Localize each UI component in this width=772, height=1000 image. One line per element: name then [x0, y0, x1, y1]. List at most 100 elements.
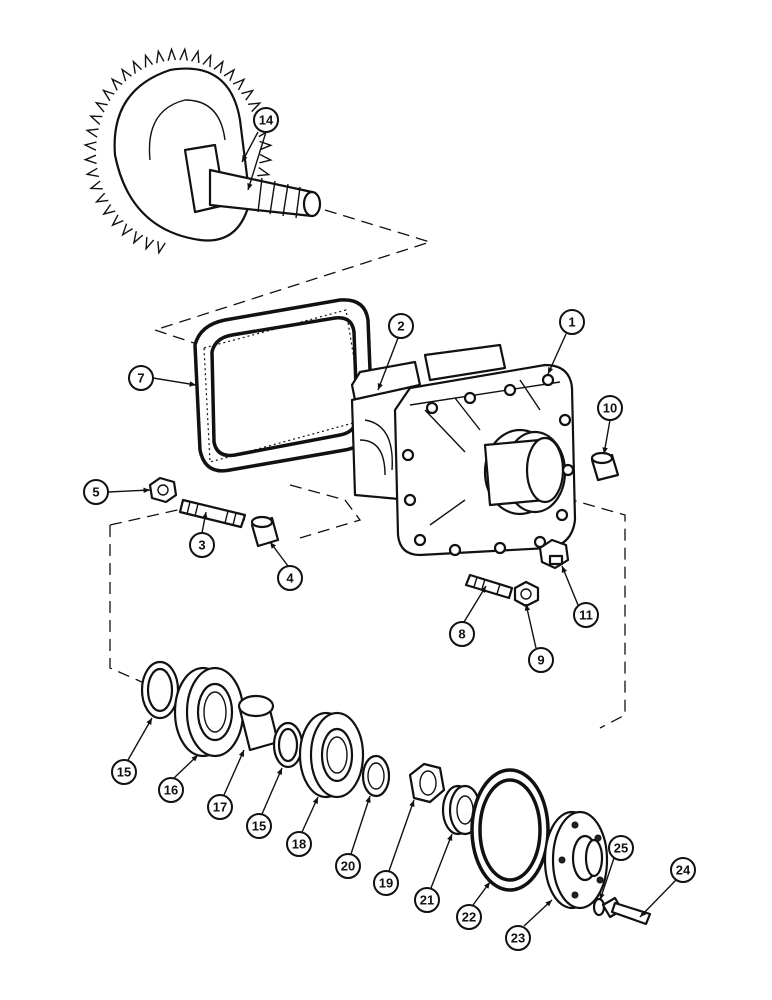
callout-22: 22 — [456, 904, 482, 930]
leader-arrowhead — [202, 512, 208, 519]
leader-arrowhead — [191, 755, 198, 762]
callout-4: 4 — [277, 565, 303, 591]
leader-line — [463, 585, 487, 623]
callout-23: 23 — [505, 925, 531, 951]
gear-tooth — [88, 115, 103, 125]
leader-line — [639, 879, 677, 918]
svg-text:23: 23 — [511, 931, 525, 946]
leader-arrowhead — [640, 910, 647, 917]
leader-arrowhead — [238, 750, 244, 757]
ring-gear-pinion-icon — [83, 47, 322, 255]
gear-tooth — [145, 237, 155, 251]
callout-9: 9 — [528, 647, 554, 673]
leader-line — [152, 377, 197, 386]
housing-bolt — [493, 541, 507, 555]
housing-icon — [350, 343, 577, 557]
callout-7: 7 — [128, 365, 154, 391]
gear-tooth — [85, 128, 99, 138]
housing-bolt — [403, 493, 417, 507]
callout-15: 15 — [111, 759, 137, 785]
housing-bolt — [413, 533, 427, 547]
housing-bolt — [558, 413, 572, 427]
svg-text:20: 20 — [341, 859, 355, 874]
svg-text:15: 15 — [117, 765, 131, 780]
leader-line — [247, 131, 267, 191]
dowel-icon — [590, 451, 620, 482]
gear-tooth — [111, 214, 124, 227]
gear-tooth — [101, 89, 115, 102]
gear-tooth — [167, 47, 177, 61]
callout-19: 19 — [373, 870, 399, 896]
lock-washer-icon — [361, 754, 391, 798]
leader-arrowhead — [270, 542, 276, 549]
leader-line — [388, 799, 415, 872]
gear-tooth — [213, 59, 224, 74]
cover-icon — [543, 810, 609, 910]
gear-tooth — [83, 154, 97, 165]
svg-text:15: 15 — [252, 819, 266, 834]
svg-text:2: 2 — [397, 319, 404, 334]
gear-tooth — [132, 59, 143, 74]
leader-arrowhead — [524, 604, 531, 611]
gear-tooth — [241, 89, 255, 101]
svg-text:3: 3 — [198, 538, 205, 553]
shim-icon — [272, 721, 304, 769]
svg-text:16: 16 — [164, 783, 178, 798]
gear-tooth — [259, 153, 273, 164]
leader-lines — [107, 131, 677, 927]
svg-text:21: 21 — [420, 893, 434, 908]
svg-text:24: 24 — [676, 863, 691, 878]
housing-bolt — [401, 448, 415, 462]
callout-5: 5 — [83, 479, 109, 505]
leader-line — [261, 767, 283, 815]
svg-text:17: 17 — [213, 800, 227, 815]
gear-tooth — [144, 53, 154, 68]
gear-tooth — [85, 167, 100, 178]
svg-text:9: 9 — [537, 653, 544, 668]
callout-11: 11 — [573, 602, 599, 628]
bearing-icon — [298, 711, 365, 799]
gear-tooth — [179, 47, 188, 61]
leader-line — [561, 565, 579, 606]
callout-25: 25 — [608, 835, 634, 861]
washer-icon — [592, 897, 606, 917]
housing-bolt — [561, 463, 575, 477]
gear-tooth — [110, 77, 123, 91]
nut-icon — [408, 762, 446, 804]
leader-arrowhead — [447, 834, 453, 841]
gear-tooth — [89, 180, 103, 190]
gear-tooth — [94, 192, 109, 203]
housing-bolt — [463, 391, 477, 405]
callout-17: 17 — [207, 794, 233, 820]
leader-arrowhead — [409, 800, 415, 807]
gear-tooth — [157, 241, 166, 255]
leader-arrowhead — [189, 381, 196, 387]
stud-icon — [178, 498, 247, 529]
svg-text:19: 19 — [379, 876, 393, 891]
dowel-icon — [250, 515, 280, 548]
callout-1: 1 — [559, 309, 585, 335]
gear-tooth — [248, 102, 262, 113]
callout-10: 10 — [597, 395, 623, 421]
gear-tooth — [121, 223, 133, 237]
callout-3: 3 — [189, 532, 215, 558]
svg-text:8: 8 — [458, 627, 465, 642]
gear-tooth — [102, 204, 116, 216]
leader-line — [599, 857, 615, 901]
leader-line — [127, 717, 153, 761]
svg-text:10: 10 — [603, 401, 617, 416]
gear-tooth — [223, 68, 236, 82]
housing-bolt — [541, 373, 555, 387]
callout-14: 14 — [253, 107, 279, 133]
leader-arrowhead — [484, 882, 490, 889]
bearing-icon — [173, 666, 245, 758]
leader-arrowhead — [242, 155, 248, 162]
leader-arrowhead — [561, 566, 567, 573]
bolt-icon — [601, 896, 652, 926]
gear-tooth — [257, 167, 271, 177]
svg-text:22: 22 — [462, 910, 476, 925]
callout-21: 21 — [414, 887, 440, 913]
gear-tooth — [156, 49, 165, 64]
housing-bolt — [503, 383, 517, 397]
